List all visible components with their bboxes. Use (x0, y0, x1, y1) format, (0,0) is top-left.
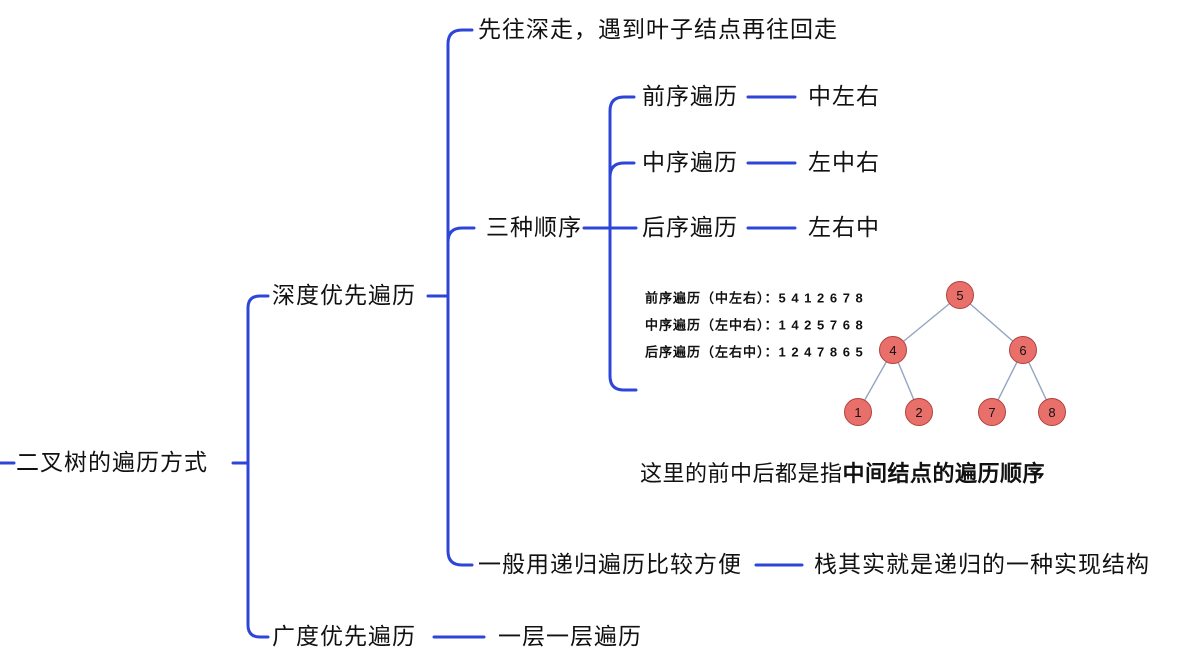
tree-node-8: 8 (1038, 398, 1066, 426)
tree-node-4: 4 (879, 336, 907, 364)
dfs-spine (446, 28, 474, 567)
orders-branch (446, 226, 476, 244)
root-spine (246, 294, 270, 639)
example-caption-bold: 中间结点的遍历顺序 (842, 461, 1046, 486)
root-topic[interactable]: 二叉树的遍历方式 (16, 449, 208, 476)
example-postorder-sequence: 后序遍历（左右中）：1 2 4 7 8 6 5 (645, 344, 864, 360)
topic-preorder[interactable]: 前序遍历 (642, 83, 738, 110)
tree-node-7: 7 (978, 398, 1006, 426)
topic-three-orders[interactable]: 三种顺序 (486, 214, 582, 241)
tree-node-2: 2 (905, 398, 933, 426)
topic-inorder[interactable]: 中序遍历 (642, 149, 738, 176)
topic-postorder[interactable]: 后序遍历 (642, 214, 738, 241)
topic-preorder-result[interactable]: 中左右 (808, 83, 880, 110)
tree-node-6: 6 (1009, 336, 1037, 364)
inorder-branch (608, 161, 636, 179)
topic-dfs[interactable]: 深度优先遍历 (272, 282, 416, 309)
topic-bfs[interactable]: 广度优先遍历 (272, 623, 416, 650)
example-caption-regular: 这里的前中后都是指 (640, 461, 843, 486)
topic-bfs-note[interactable]: 一层一层遍历 (498, 623, 642, 650)
topic-postorder-result[interactable]: 左右中 (808, 214, 880, 241)
example-inorder-sequence: 中序遍历（左中右）：1 4 2 5 7 6 8 (645, 317, 864, 333)
orders-spine (608, 95, 638, 392)
topic-recursion-note[interactable]: 栈其实就是递归的一种实现结构 (814, 551, 1150, 578)
example-preorder-sequence: 前序遍历（中左右）：5 4 1 2 6 7 8 (645, 290, 864, 306)
example-caption: 这里的前中后都是指中间结点的遍历顺序 (640, 456, 1045, 488)
topic-dfs-description[interactable]: 先往深走，遇到叶子结点再往回走 (478, 16, 838, 43)
tree-node-5: 5 (946, 281, 974, 309)
topic-inorder-result[interactable]: 左中右 (808, 149, 880, 176)
topic-recursion[interactable]: 一般用递归遍历比较方便 (478, 551, 742, 578)
tree-node-1: 1 (844, 398, 872, 426)
